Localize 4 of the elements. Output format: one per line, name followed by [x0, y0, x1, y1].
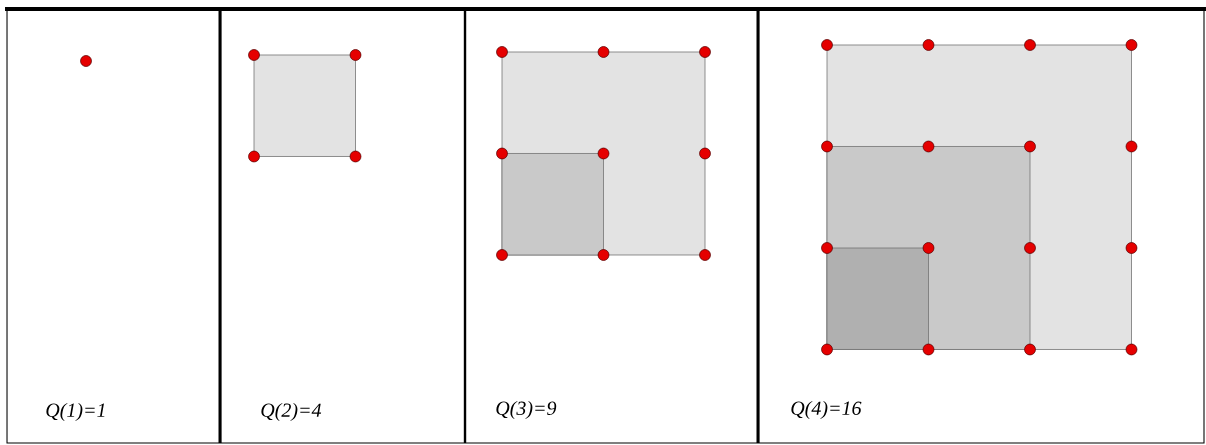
formula-label: Q(2)=4 — [261, 402, 322, 422]
formula-label: Q(1)=1 — [46, 402, 105, 422]
formula-label: Q(3)=9 — [496, 400, 557, 420]
formula-label: Q(4)=16 — [791, 400, 862, 420]
